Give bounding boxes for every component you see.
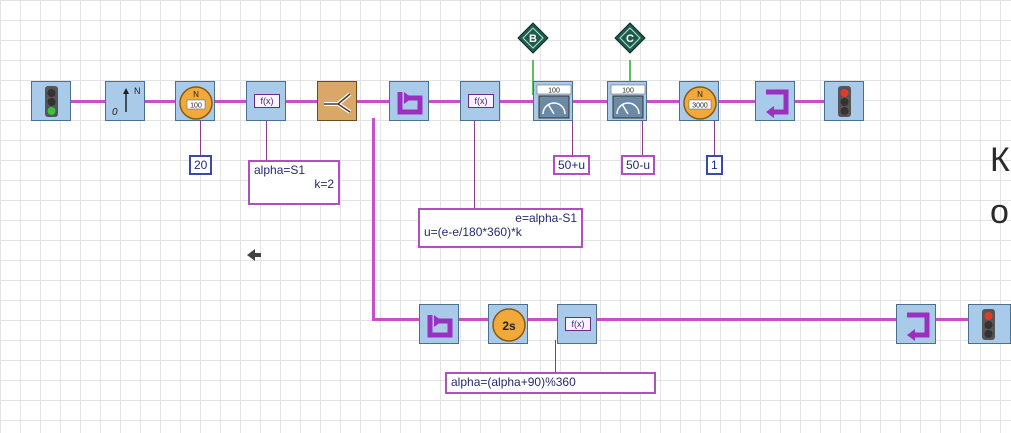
loop-end-icon [907, 312, 930, 341]
wire-branch-horizontal [372, 318, 977, 321]
fx1-formula-line1: alpha=S1 [254, 163, 306, 177]
timer-icon: 2s [492, 308, 526, 342]
fx2-label: f(x) [468, 94, 494, 108]
motor2-label: 3000 [692, 103, 708, 110]
motor1-value-field[interactable]: 20 [189, 155, 213, 175]
fx3-block[interactable]: f(x) [557, 304, 597, 344]
fx2-formula-box[interactable]: e=alpha-S1 u=(e-e/180*360)*k [418, 208, 583, 248]
link-marker-b [532, 60, 534, 95]
motor2-value-field[interactable]: 1 [706, 155, 723, 175]
loop2-end-block[interactable] [896, 304, 936, 344]
traffic-light-green-icon [45, 86, 58, 117]
fx1-label: f(x) [254, 94, 280, 108]
sensor2-display: 100 [622, 88, 634, 95]
north-label: N [134, 86, 141, 96]
marker-c-label: C [626, 33, 634, 45]
delay-label: 2s [502, 319, 516, 333]
fx1-formula-line2: k=2 [314, 177, 334, 191]
sensor1-display: 100 [548, 88, 560, 95]
traffic-light-red-icon [838, 86, 851, 117]
sensor1-value-field[interactable]: 50+u [553, 155, 591, 175]
sensor1-block[interactable]: 100 [533, 81, 573, 121]
loop-start-icon [397, 92, 423, 115]
svg-text:N: N [697, 90, 703, 99]
traffic-light-red-icon [982, 309, 995, 340]
end-traffic-light-block[interactable] [824, 81, 864, 121]
rotation-value: 0 [112, 107, 118, 118]
split-block[interactable] [317, 81, 357, 121]
sensor2-value-field[interactable]: 50-u [621, 155, 656, 175]
drag-handle-icon[interactable] [243, 245, 265, 265]
sensor2-block[interactable]: 100 [607, 81, 647, 121]
loop-end-icon [766, 89, 789, 118]
fx3-formula-line1: alpha=(alpha+90)%360 [451, 375, 576, 389]
loop-start-block[interactable] [389, 81, 429, 121]
side-text-line2: о [990, 193, 1009, 231]
connector-fx2 [474, 120, 475, 210]
start-traffic-light-block[interactable] [31, 81, 71, 121]
gauge-icon: 100 [536, 84, 572, 119]
delay-block[interactable]: 2s [488, 304, 528, 344]
fx1-block[interactable]: f(x) [246, 81, 286, 121]
connector-motor2 [714, 120, 715, 155]
link-marker-c [629, 60, 631, 95]
side-text-line1: К [990, 141, 1010, 179]
marker-c-icon[interactable]: C [614, 22, 646, 54]
connector-sensor1 [572, 120, 573, 155]
fx3-formula-box[interactable]: alpha=(alpha+90)%360 [445, 372, 656, 394]
marker-b-icon[interactable]: B [517, 22, 549, 54]
loop-start-icon [427, 315, 453, 338]
motor-icon: N 3000 [683, 86, 717, 120]
gauge-icon: 100 [610, 84, 646, 119]
fx1-formula-box[interactable]: alpha=S1 k=2 [248, 160, 340, 205]
fx2-formula-line2: u=(e-e/180*360)*k [424, 225, 522, 239]
end2-traffic-light-block[interactable] [968, 304, 1011, 344]
loop2-start-block[interactable] [419, 304, 459, 344]
connector-motor1 [200, 120, 201, 155]
fx3-label: f(x) [565, 317, 591, 331]
wire-branch-vertical [372, 118, 375, 321]
motor2-block[interactable]: N 3000 [679, 81, 719, 121]
north-arrow-icon: N 0 [112, 86, 141, 118]
fx2-block[interactable]: f(x) [460, 81, 500, 121]
fx2-formula-line1: e=alpha-S1 [515, 211, 577, 225]
loop-end-block[interactable] [755, 81, 795, 121]
connector-sensor2 [642, 120, 643, 155]
svg-text:N: N [193, 90, 199, 99]
motor-icon: N 100 [179, 86, 213, 120]
motor1-block[interactable]: N 100 [175, 81, 215, 121]
wire-main-row [70, 100, 830, 103]
connector-fx1 [266, 120, 267, 160]
split-arrow-icon [324, 92, 352, 114]
marker-b-label: B [529, 33, 537, 45]
connector-fx3 [555, 340, 556, 372]
motor1-label: 100 [190, 103, 202, 110]
rotation-block[interactable]: N 0 [105, 81, 145, 121]
